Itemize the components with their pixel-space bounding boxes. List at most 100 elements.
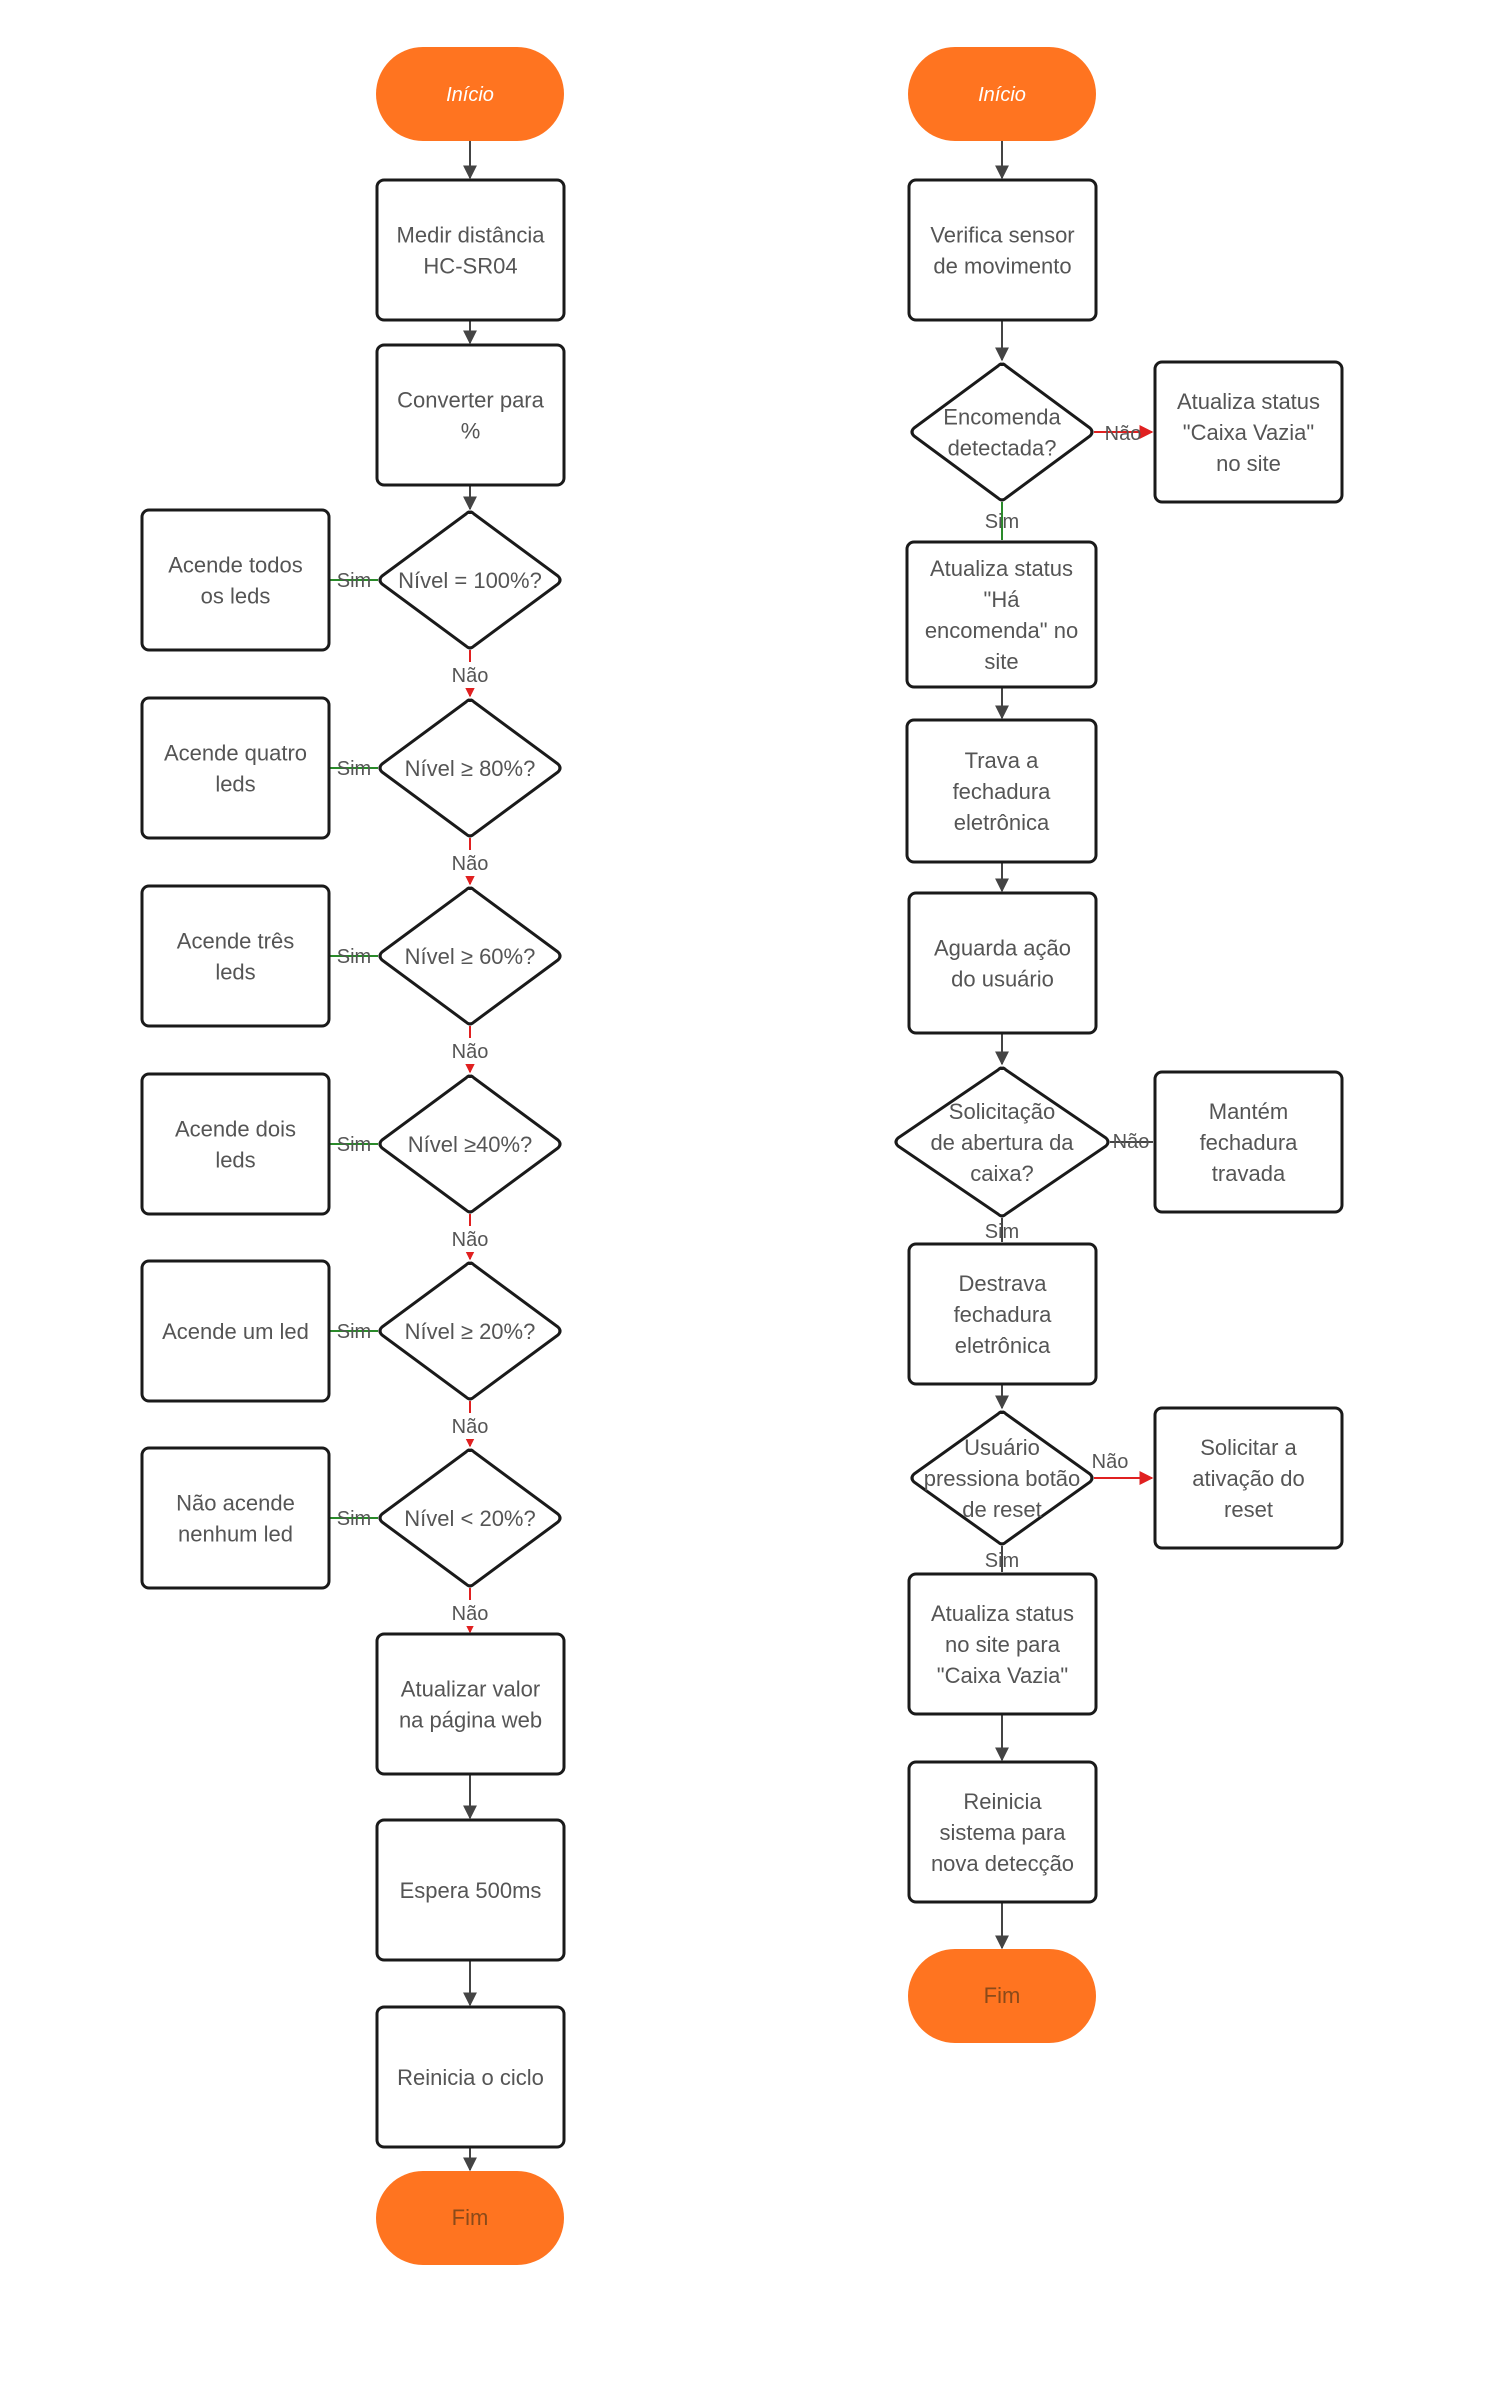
left-no-label-1: Não bbox=[452, 853, 489, 875]
level-decision-2[interactable]: Nível ≥ 60%? bbox=[378, 886, 562, 1026]
restart-cycle-step-label: Reinicia o ciclo bbox=[397, 2065, 544, 2090]
open-request-decision-shape bbox=[894, 1066, 1110, 1218]
level-decision-4[interactable]: Nível ≥ 20%? bbox=[378, 1261, 562, 1401]
level-decision-5-label-line: Nível < 20%? bbox=[404, 1506, 535, 1531]
level-decision-4-shape bbox=[378, 1261, 562, 1401]
level-action-2-label-line: Acende três bbox=[177, 929, 294, 954]
status-site-empty-step-label-line: Atualiza status bbox=[931, 1601, 1074, 1626]
level-action-2-shape bbox=[140, 884, 331, 1028]
level-decision-0-label-line: Nível = 100%? bbox=[398, 568, 542, 593]
update-web-step-shape bbox=[375, 1632, 566, 1776]
open-yes-label: Sim bbox=[985, 1221, 1019, 1243]
restart-cycle-step[interactable]: Reinicia o ciclo bbox=[375, 2005, 566, 2149]
lock-step-label-line: eletrônica bbox=[954, 810, 1050, 835]
level-action-2-label-line: leds bbox=[215, 960, 255, 985]
level-decision-1-label: Nível ≥ 80%? bbox=[405, 756, 536, 781]
restart-cycle-step-label-line: Reinicia o ciclo bbox=[397, 2065, 544, 2090]
level-action-4-label: Acende um led bbox=[162, 1319, 309, 1344]
left-yes-label-0: Sim bbox=[337, 570, 371, 592]
reset-pressed-decision-shape bbox=[910, 1410, 1094, 1546]
status-empty-step[interactable]: Atualiza status"Caixa Vazia"no site bbox=[1153, 360, 1344, 504]
level-decision-0[interactable]: Nível = 100%? bbox=[378, 510, 562, 650]
status-empty-step-label-line: Atualiza status bbox=[1177, 389, 1320, 414]
level-action-4[interactable]: Acende um led bbox=[140, 1259, 331, 1403]
level-decision-5[interactable]: Nível < 20%? bbox=[378, 1448, 562, 1588]
level-action-2-label: Acende três leds bbox=[177, 929, 294, 985]
left-yes-label-3: Sim bbox=[337, 1134, 371, 1156]
restart-system-step-label-line: sistema para bbox=[940, 1820, 1067, 1845]
status-package-step-label-line: Atualiza status bbox=[930, 556, 1073, 581]
level-decision-1-label-line: Nível ≥ 80%? bbox=[405, 756, 536, 781]
reset-pressed-decision-label-line: de reset bbox=[962, 1497, 1042, 1522]
level-decision-1[interactable]: Nível ≥ 80%? bbox=[378, 698, 562, 838]
left-start-terminal-shape bbox=[376, 47, 564, 141]
update-web-step-label-line: na página web bbox=[399, 1708, 542, 1733]
status-package-step-shape bbox=[905, 540, 1098, 689]
update-web-step-label-line: Atualizar valor bbox=[401, 1677, 540, 1702]
convert-percent-step-label-line: Converter para bbox=[397, 388, 545, 413]
reset-no-label: Não bbox=[1092, 1451, 1129, 1473]
level-decision-2-label-line: Nível ≥ 60%? bbox=[405, 944, 536, 969]
open-request-decision-label-line: de abertura da bbox=[930, 1130, 1074, 1155]
update-web-step[interactable]: Atualizar valor na página web bbox=[375, 1632, 566, 1776]
level-decision-3[interactable]: Nível ≥40%? bbox=[378, 1074, 562, 1214]
status-site-empty-step-shape bbox=[907, 1572, 1098, 1716]
level-action-4-shape bbox=[140, 1259, 331, 1403]
right-start-terminal[interactable]: Início bbox=[908, 47, 1096, 141]
level-decision-3-label: Nível ≥40%? bbox=[408, 1132, 533, 1157]
status-empty-step-shape bbox=[1153, 360, 1344, 504]
convert-percent-step[interactable]: Converter para% bbox=[375, 343, 566, 487]
level-decision-0-shape bbox=[378, 510, 562, 650]
lock-step-shape bbox=[905, 718, 1098, 864]
level-action-3-label-line: leds bbox=[215, 1148, 255, 1173]
level-action-0-label-line: Acende todos bbox=[168, 553, 303, 578]
package-detected-decision-label-line: detectada? bbox=[948, 436, 1057, 461]
keep-locked-step-label-line: fechadura bbox=[1200, 1130, 1299, 1155]
open-request-decision-label-line: Solicitação bbox=[949, 1099, 1055, 1124]
level-action-1-label-line: leds bbox=[215, 772, 255, 797]
right-end-terminal[interactable]: Fim bbox=[908, 1949, 1096, 2043]
left-no-bg-0 bbox=[444, 662, 496, 688]
right-end-terminal-shape bbox=[908, 1949, 1096, 2043]
left-no-label-3: Não bbox=[452, 1229, 489, 1251]
level-decision-3-shape bbox=[378, 1074, 562, 1214]
keep-locked-step-label-line: travada bbox=[1212, 1161, 1286, 1186]
restart-system-step-shape bbox=[907, 1760, 1098, 1904]
status-package-step-label-line: "Há bbox=[984, 587, 1021, 612]
left-no-bg-4 bbox=[444, 1413, 496, 1439]
left-start-terminal[interactable]: Início bbox=[376, 47, 564, 141]
wait-step[interactable]: Espera 500ms bbox=[375, 1818, 566, 1962]
left-end-terminal[interactable]: Fim bbox=[376, 2171, 564, 2265]
lock-step-label-line: fechadura bbox=[953, 779, 1052, 804]
left-no-label-0: Não bbox=[452, 665, 489, 687]
level-action-0[interactable]: Acende todos os leds bbox=[140, 508, 331, 652]
level-decision-2-shape bbox=[378, 886, 562, 1026]
level-action-2[interactable]: Acende três leds bbox=[140, 884, 331, 1028]
right-start-terminal-label: Início bbox=[978, 84, 1026, 106]
status-package-step-label-line: encomenda" no bbox=[925, 618, 1078, 643]
level-action-0-label-line: os leds bbox=[201, 584, 271, 609]
left-yes-label-5: Sim bbox=[337, 1508, 371, 1530]
